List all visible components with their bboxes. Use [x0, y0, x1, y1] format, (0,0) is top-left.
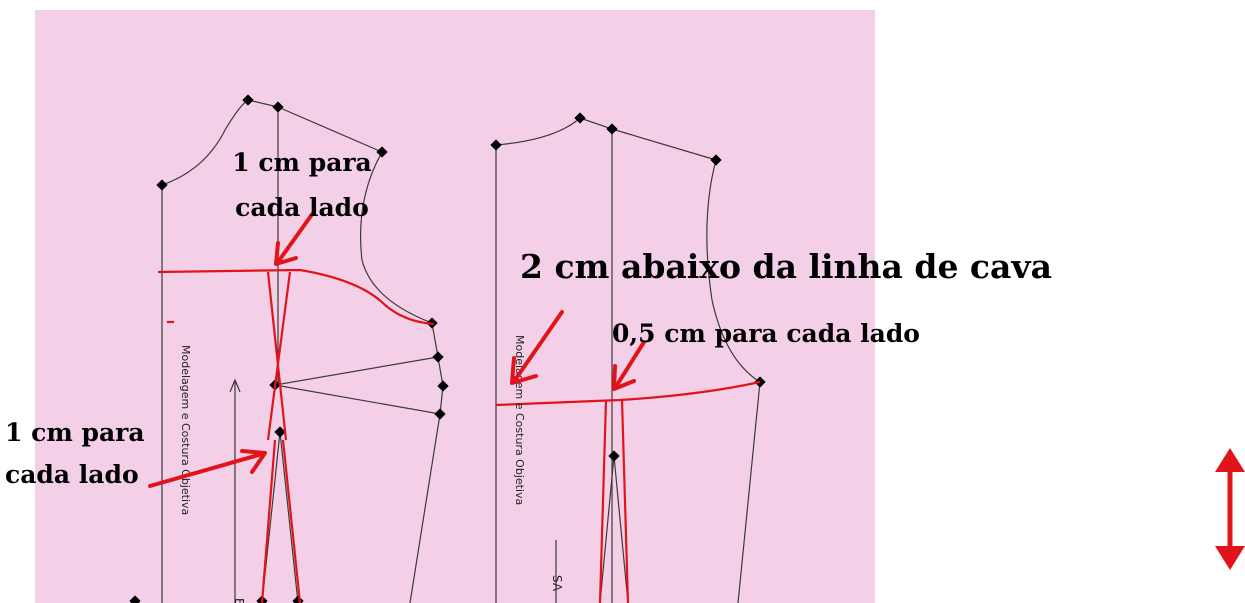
- annotation-bottom-left-line2: cada lado: [5, 460, 139, 489]
- annotation-top-left-line2: cada lado: [235, 193, 369, 222]
- right-armhole: [706, 159, 761, 383]
- annotation-bottom-left: 1 cm para cada lado: [5, 412, 165, 496]
- left-watermark: Modelagem e Costura Objetiva: [179, 345, 192, 515]
- annotation-armhole-drop: 2 cm abaixo da linha de cava: [520, 247, 1052, 286]
- left-lowered-line: [157, 268, 435, 326]
- left-neckline: [161, 99, 249, 186]
- annotation-half-cm: 0,5 cm para cada lado: [612, 319, 920, 348]
- right-lowered-line: [495, 380, 761, 407]
- right-adjustment-lines: [495, 380, 761, 603]
- left-piece-fragment: BA: [232, 598, 246, 603]
- right-pattern-piece: [495, 117, 761, 603]
- right-shoulder: [611, 128, 717, 161]
- double-arrow-vertical-icon: [1215, 448, 1245, 570]
- paper-background: [35, 10, 875, 603]
- left-adjustment-lines: [157, 268, 435, 603]
- arrow-icon: [148, 211, 646, 488]
- right-piece-fragment: SA: [550, 575, 564, 592]
- annotation-top-left: 1 cm para cada lado: [217, 140, 387, 230]
- right-neckline: [495, 117, 581, 146]
- left-armhole: [359, 151, 433, 324]
- right-side-line: [737, 381, 761, 603]
- left-shoulder: [277, 106, 383, 153]
- annotation-bottom-left-line1: 1 cm para: [5, 418, 145, 447]
- annotation-top-left-line1: 1 cm para: [232, 148, 372, 177]
